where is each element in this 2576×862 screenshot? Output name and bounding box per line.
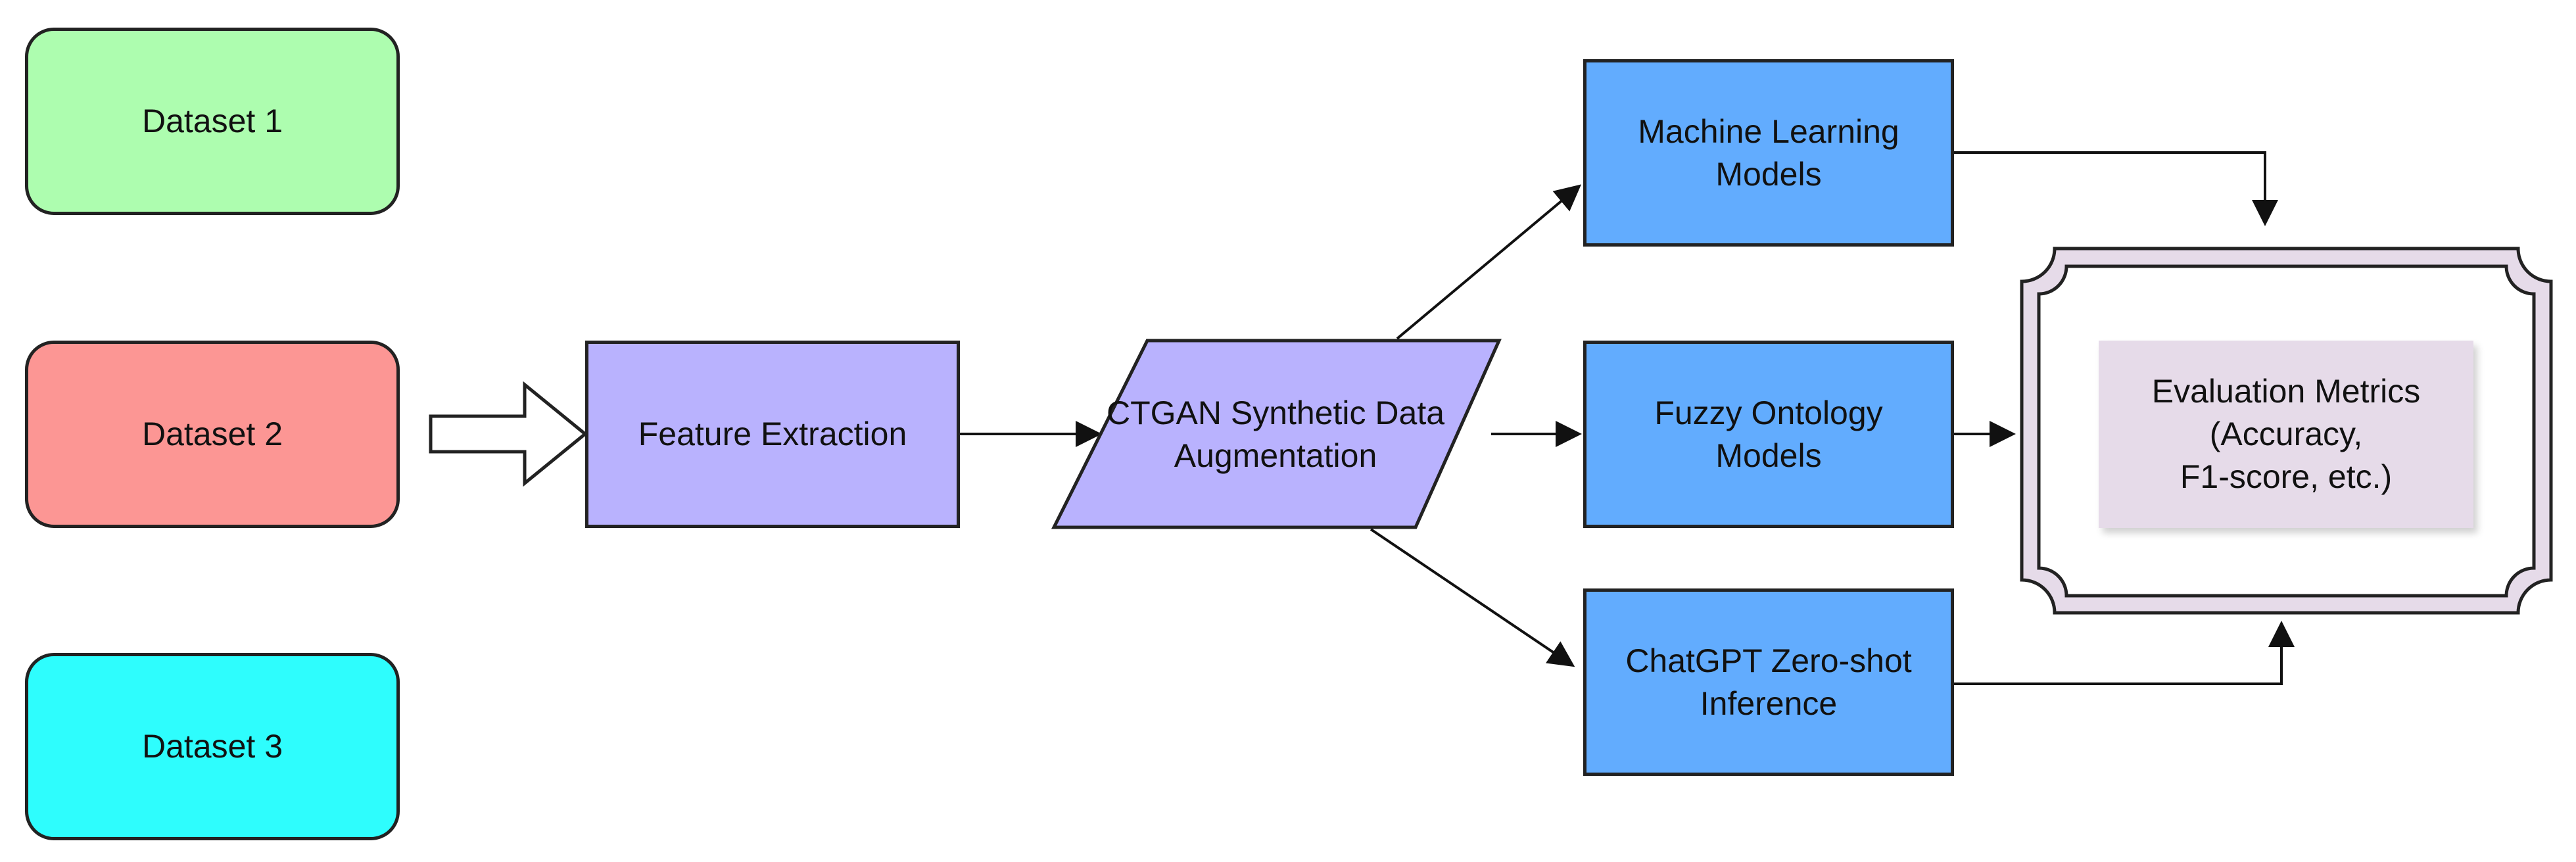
evaluation-node: Evaluation Metrics (Accuracy, F1-score, … xyxy=(2099,341,2473,528)
ctgan-parallelogram xyxy=(1051,339,1502,529)
dataset3-label: Dataset 3 xyxy=(141,728,283,765)
fuzzy-models-node: Fuzzy Ontology Models xyxy=(1583,341,1954,528)
chatgpt-node: ChatGPT Zero-shot Inference xyxy=(1583,588,1954,776)
feature-extraction-node: Feature Extraction xyxy=(585,341,960,528)
ctgan-node: CTGAN Synthetic Data Augmentation xyxy=(1078,341,1473,528)
ml-models-node: Machine Learning Models xyxy=(1583,59,1954,247)
edge-chatgpt-to-evaluation xyxy=(1954,621,2295,685)
edge-ctgan-to-ml xyxy=(1396,184,1582,340)
block-arrow-dataset2-to-feature xyxy=(429,381,588,487)
edge-ml-to-evaluation xyxy=(1954,151,2278,226)
dataset3-node: Dataset 3 xyxy=(25,653,400,840)
evaluation-label: Evaluation Metrics (Accuracy, F1-score, … xyxy=(2151,373,2421,495)
dataset1-label: Dataset 1 xyxy=(141,103,283,139)
dataset1-node: Dataset 1 xyxy=(25,28,400,215)
chatgpt-label: ChatGPT Zero-shot Inference xyxy=(1625,642,1912,722)
feature-extraction-label: Feature Extraction xyxy=(638,416,907,452)
ml-models-label: Machine Learning Models xyxy=(1638,112,1899,193)
dataset2-node: Dataset 2 xyxy=(25,341,400,528)
edge-ctgan-to-chatgpt xyxy=(1370,528,1575,667)
dataset2-label: Dataset 2 xyxy=(141,416,283,452)
ctgan-label: CTGAN Synthetic Data Augmentation xyxy=(1106,394,1445,474)
fuzzy-models-label: Fuzzy Ontology Models xyxy=(1654,394,1883,474)
